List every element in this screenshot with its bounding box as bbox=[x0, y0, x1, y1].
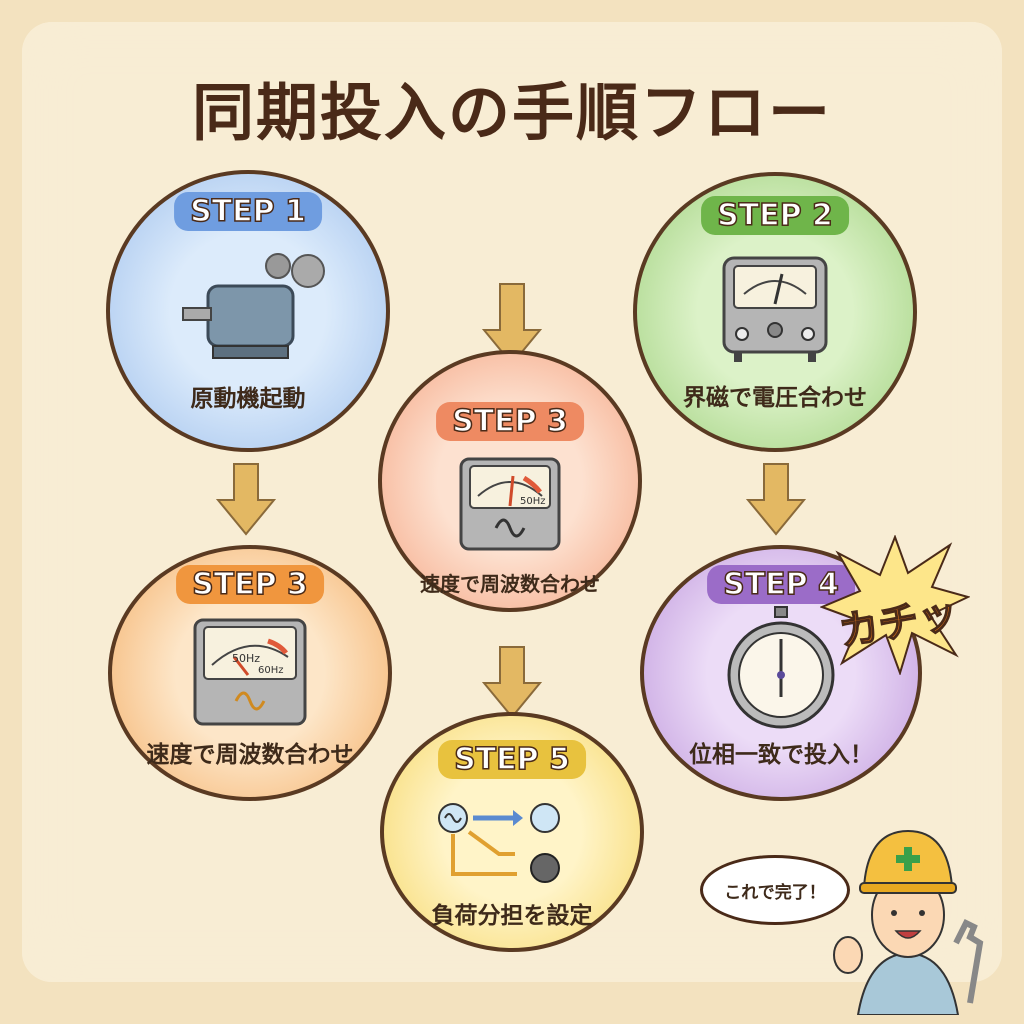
step-5-circle: STEP 5 負荷分担を設定 bbox=[380, 712, 644, 952]
arrow-down-icon bbox=[482, 646, 542, 719]
meter-text-2: 60Hz bbox=[258, 665, 284, 676]
step-badge: STEP 3 bbox=[176, 565, 324, 604]
step-badge: STEP 2 bbox=[701, 196, 849, 235]
speech-bubble: これで完了！ bbox=[700, 855, 850, 925]
step-2-circle: STEP 2 界磁で電圧合わせ bbox=[633, 172, 917, 452]
worker-character-icon bbox=[833, 829, 984, 1015]
step-label: 位相一致で投入！ bbox=[689, 742, 873, 768]
step-label: 負荷分担を設定 bbox=[431, 903, 593, 929]
burst-icon bbox=[820, 535, 970, 675]
arrow-down-icon bbox=[482, 283, 542, 366]
voltmeter-icon bbox=[722, 256, 828, 362]
step-3-center-circle: STEP 3 50Hz 速度で周波数合わせ bbox=[378, 350, 642, 612]
stopwatch-icon bbox=[727, 606, 835, 729]
arrow-down-icon bbox=[216, 463, 276, 536]
page-title: 同期投入の手順フロー bbox=[191, 76, 832, 149]
step-1-circle: STEP 1 原動機起動 bbox=[106, 170, 390, 452]
step-badge: STEP 5 bbox=[438, 740, 586, 779]
step-badge: STEP 1 bbox=[174, 192, 322, 231]
meter-text: 50Hz bbox=[520, 496, 546, 507]
frequency-meter-icon: 50Hz 60Hz bbox=[193, 618, 307, 726]
step-label: 原動機起動 bbox=[190, 386, 306, 412]
arrow-down-icon bbox=[746, 463, 806, 536]
step-4-circle: STEP 4 位相一致で投入！ bbox=[640, 545, 922, 801]
frequency-meter-icon: 50Hz bbox=[459, 457, 561, 551]
motor-icon bbox=[182, 253, 325, 359]
step-3-left-circle: STEP 3 50Hz 60Hz 速度で周波数合わせ bbox=[108, 545, 392, 801]
meter-text: 50Hz bbox=[232, 652, 260, 665]
load-sharing-icon bbox=[438, 803, 560, 883]
step-label: 速度で周波数合わせ bbox=[146, 742, 354, 768]
step-badge: STEP 3 bbox=[436, 402, 584, 441]
step-label: 界磁で電圧合わせ bbox=[683, 385, 867, 411]
step-label: 速度で周波数合わせ bbox=[420, 572, 600, 596]
step-badge: STEP 4 bbox=[707, 565, 855, 604]
